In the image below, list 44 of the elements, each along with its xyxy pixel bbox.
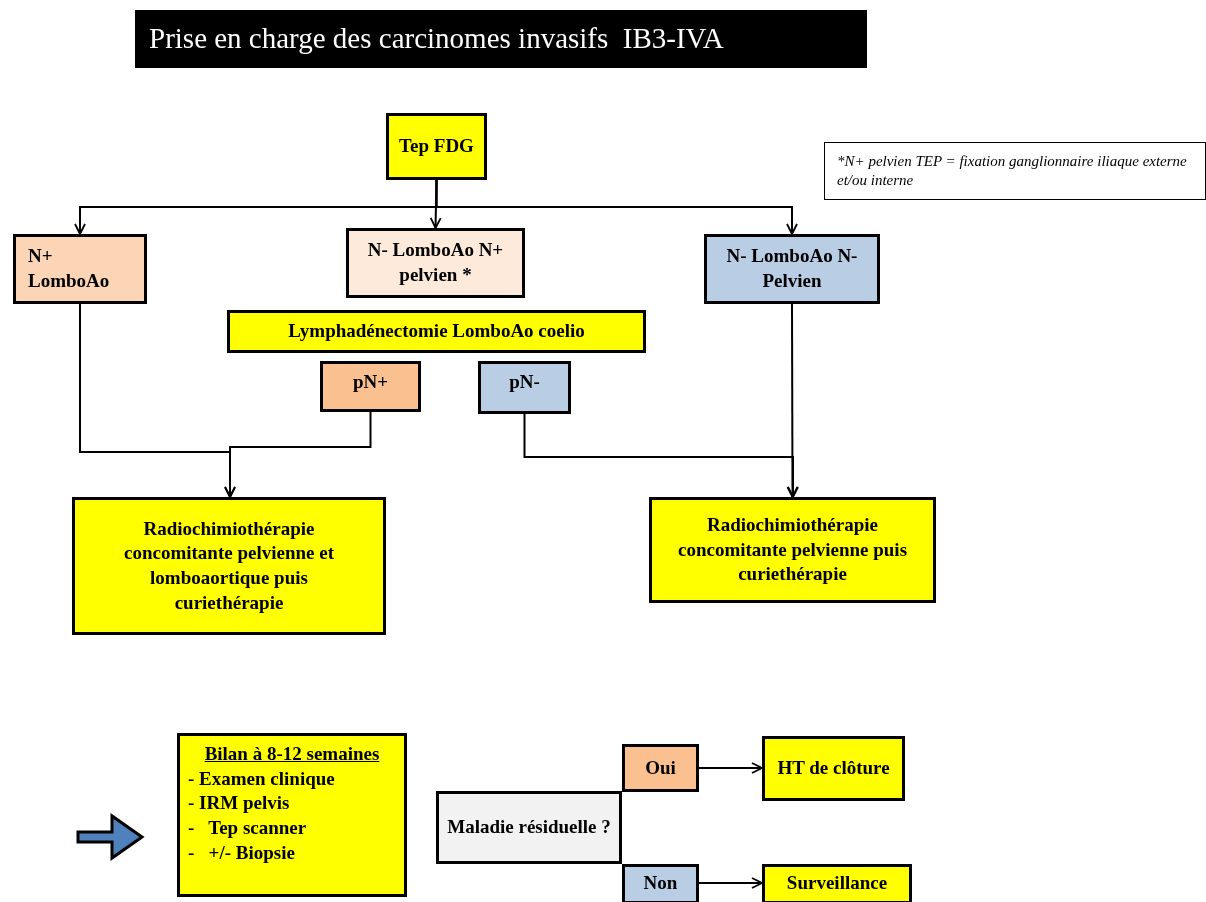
process-box xyxy=(762,736,905,801)
box-text: Surveillance xyxy=(786,871,888,895)
arrow xyxy=(786,303,799,498)
box-text: N- LomboAo N- Pelvien xyxy=(725,244,859,293)
arrow xyxy=(523,413,799,498)
result-box xyxy=(478,361,571,414)
box-text: Tep FDG xyxy=(399,134,474,159)
box-text: Oui xyxy=(645,755,676,780)
process-box xyxy=(346,228,525,298)
arrow xyxy=(698,877,763,889)
answer-box xyxy=(622,744,699,792)
box-text: HT de clôture xyxy=(777,756,890,781)
list-item: - Tep scanner xyxy=(188,816,307,841)
process-box xyxy=(13,234,147,304)
box-text: Lymphadénectomie LomboAo coelio xyxy=(288,319,585,344)
box-text: N+ LomboAo xyxy=(28,244,111,293)
box-text: pN- xyxy=(509,370,540,394)
heading: Bilan à 8-12 semaines xyxy=(204,742,380,766)
box-text: Radiochimiothérapie concomitante pelvienne puis curiethérapie xyxy=(676,512,909,587)
arrow xyxy=(435,179,798,235)
answer-box xyxy=(622,864,699,902)
list-item: - Examen clinique xyxy=(188,766,335,791)
box-text: pN+ xyxy=(352,370,389,394)
box-text: Radiochimiothérapie concomitante pelvienne et lomboaortique puis curiethérapie xyxy=(123,516,335,615)
arrow xyxy=(429,179,442,229)
box-text: *N+ pelvien TEP = fixation ganglionnaire iliaque externe et/ou interne xyxy=(837,151,1188,190)
process-box xyxy=(177,733,407,897)
arrow xyxy=(224,411,372,498)
result-box xyxy=(320,361,421,412)
process-box xyxy=(72,497,386,635)
box-text: N- LomboAo N+ pelvien * xyxy=(366,238,505,287)
process-box xyxy=(227,310,646,353)
decision-box xyxy=(436,791,622,864)
arrow xyxy=(698,762,763,774)
title: Prise en charge des carcinomes invasifs IB3-IVA xyxy=(135,10,867,68)
list-item: - IRM pelvis xyxy=(188,791,290,816)
list-item: - +/- Biopsie xyxy=(188,840,295,865)
box-text: Non xyxy=(643,871,678,895)
process-box xyxy=(649,497,936,603)
process-box xyxy=(762,864,912,902)
process-box xyxy=(386,113,487,180)
process-box xyxy=(704,234,880,304)
note-box xyxy=(824,142,1206,200)
box-text: Maladie résiduelle ? xyxy=(447,815,611,840)
